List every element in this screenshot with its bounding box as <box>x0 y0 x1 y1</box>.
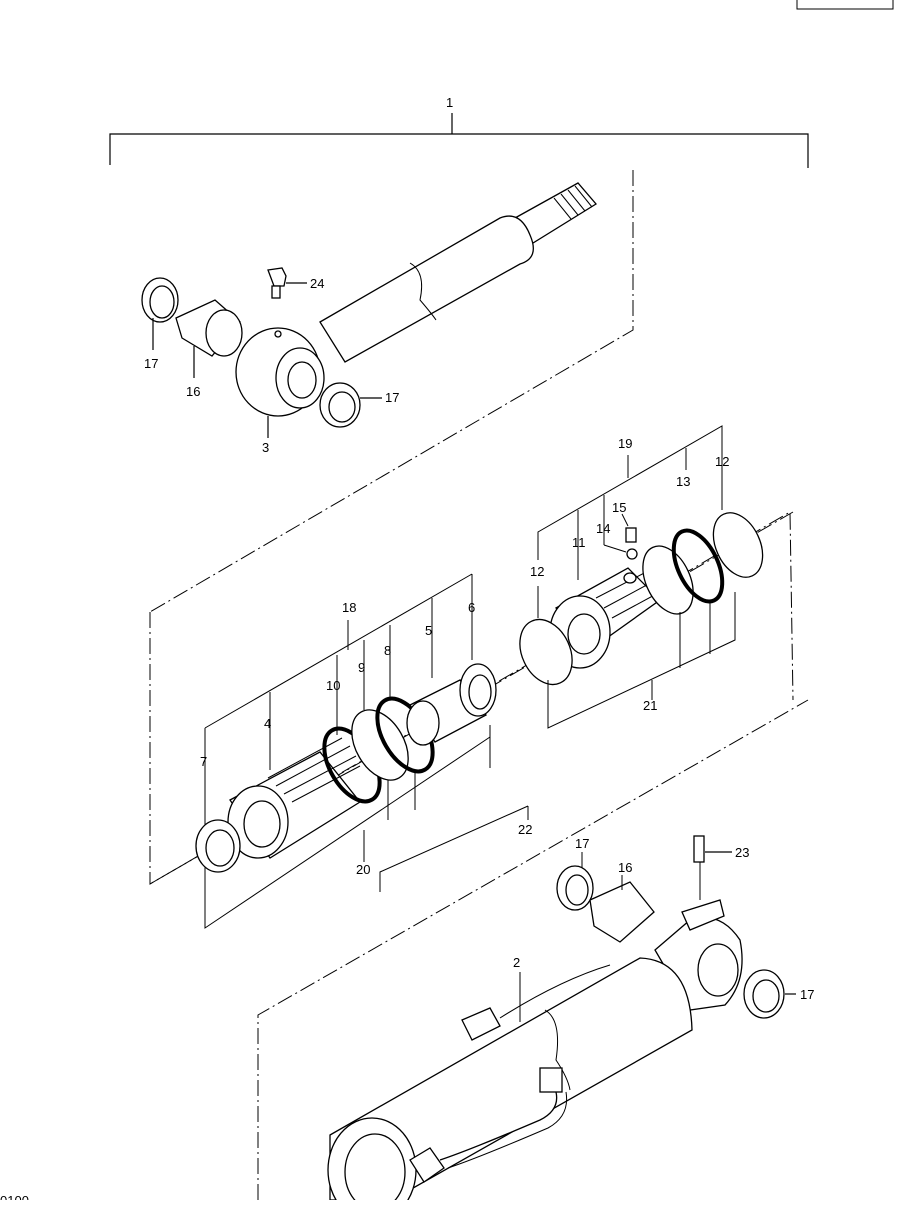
label-15: 15 <box>612 500 626 515</box>
label-22: 22 <box>518 822 532 837</box>
label-16-a: 16 <box>186 384 200 399</box>
label-14: 14 <box>596 521 610 536</box>
label-20: 20 <box>356 862 370 877</box>
label-3: 3 <box>262 440 269 455</box>
label-11: 11 <box>572 535 586 550</box>
label-17-c: 17 <box>575 836 589 851</box>
label-13: 13 <box>676 474 690 489</box>
piston-group <box>519 425 764 729</box>
label-24: 24 <box>310 276 324 291</box>
label-1: 1 <box>446 95 453 110</box>
label-2: 2 <box>513 955 520 970</box>
label-17-d: 17 <box>800 987 814 1002</box>
cylinder-tube <box>257 699 809 1205</box>
piston-rod <box>141 170 634 613</box>
label-7: 7 <box>200 754 207 769</box>
gland-and-piston-group <box>149 511 794 929</box>
label-17-b: 17 <box>385 390 399 405</box>
label-12-b: 12 <box>530 564 544 579</box>
label-16-b: 16 <box>618 860 632 875</box>
label-23: 23 <box>735 845 749 860</box>
label-12-a: 12 <box>715 454 729 469</box>
label-9: 9 <box>358 660 365 675</box>
label-8: 8 <box>384 643 391 658</box>
label-5: 5 <box>425 623 432 638</box>
label-17-a: 17 <box>144 356 158 371</box>
footer-code: 0100 <box>0 1193 29 1200</box>
label-18: 18 <box>342 600 356 615</box>
label-19: 19 <box>618 436 632 451</box>
label-4: 4 <box>264 716 271 731</box>
label-10: 10 <box>326 678 340 693</box>
corner-box <box>796 0 894 10</box>
assembly-bracket-1 <box>109 113 809 168</box>
label-6: 6 <box>468 600 475 615</box>
label-21: 21 <box>643 698 657 713</box>
